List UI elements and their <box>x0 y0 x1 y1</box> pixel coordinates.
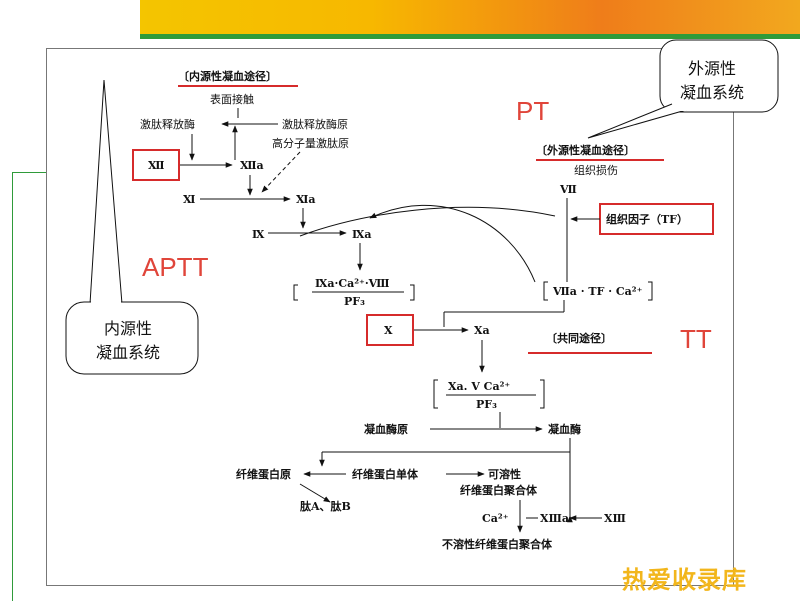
header-banner <box>140 0 800 36</box>
prekallikrein-label: 激肽释放酶原 <box>282 117 348 131</box>
intrinsic-callout-box <box>65 301 199 375</box>
intrinsic-callout-tail <box>89 79 123 305</box>
hmwk-label: 高分子量激肽原 <box>272 136 349 150</box>
tt-label: TT <box>680 324 712 354</box>
f13a-label: ⅩⅢa <box>540 512 569 525</box>
hmwk-dashed-arrow <box>261 151 301 193</box>
f12a-label: Ⅻa <box>240 159 264 172</box>
extrinsic-callout-line2: 凝血系统 <box>680 83 744 102</box>
prothrombin-label: 凝血酶原 <box>364 422 408 436</box>
f12-highlight-box <box>132 149 180 181</box>
f12-label: Ⅻ <box>148 159 165 172</box>
extrinsic-callout-tail <box>587 103 687 139</box>
extrinsic-callout-box <box>659 39 779 113</box>
extrinsic-callout-line1: 外源性 <box>688 59 736 78</box>
watermark: 热爱收录库 <box>622 566 747 594</box>
tenase-pf3-label: PF₃ <box>344 295 365 308</box>
fibrinogen-to-peptides-arrow <box>299 483 331 503</box>
intrinsic-callout-line2: 凝血系统 <box>96 343 160 362</box>
f13-label: ⅩⅢ <box>604 512 626 525</box>
soluble-label: 可溶性 <box>488 467 521 481</box>
f7-label: Ⅶ <box>559 183 577 196</box>
f9-label: Ⅸ <box>252 228 265 241</box>
intrinsic-callout-line1: 内源性 <box>104 319 152 338</box>
fibrinogen-label: 纤维蛋白原 <box>236 467 291 481</box>
prothrombinase-bracket-right <box>540 379 545 409</box>
insoluble-polymer-label: 不溶性纤维蛋白聚合体 <box>442 537 553 551</box>
tenase-bracket-left <box>293 284 298 301</box>
f11-label: Ⅺ <box>183 193 195 206</box>
aptt-label: APTT <box>142 252 209 282</box>
viia-complex-label: Ⅶa · TF · Ca²⁺ <box>552 285 643 298</box>
f9a-label: Ⅸa <box>352 228 372 241</box>
header-stripe <box>140 34 800 39</box>
intrinsic-title: 〔内源性凝血途径〕 <box>178 69 277 83</box>
viia-bracket-left <box>543 281 548 301</box>
surface-contact-label: 表面接触 <box>210 92 254 106</box>
common-title: 〔共同途径〕 <box>546 331 612 345</box>
left-bracket-line <box>12 172 47 601</box>
tenase-bracket-right <box>410 284 415 301</box>
extrinsic-title: 〔外源性凝血途径〕 <box>536 143 635 157</box>
calcium-label: Ca²⁺ <box>482 512 509 525</box>
f10a-label: Xa <box>474 324 490 337</box>
viia-to-f9a-curve <box>369 204 536 283</box>
vii-to-f9-curve <box>299 206 556 237</box>
tenase-complex-label: Ⅸa·Ca²⁺·Ⅷ <box>315 277 390 290</box>
kallikrein-label: 激肽释放酶 <box>140 117 195 131</box>
f10-label: X <box>384 324 393 337</box>
tissue-damage-label: 组织损伤 <box>574 163 618 177</box>
f11a-label: Ⅺa <box>296 193 316 206</box>
prothrombinase-bracket-left <box>433 379 438 409</box>
viia-bracket-right <box>648 281 653 301</box>
fibrin-monomer-label: 纤维蛋白单体 <box>352 467 419 481</box>
thrombin-label: 凝血酶 <box>548 422 581 436</box>
f10-highlight-box <box>366 314 414 346</box>
prothrombinase-pf3-label: PF₃ <box>476 398 497 411</box>
soluble-polymer-label: 纤维蛋白聚合体 <box>460 483 538 497</box>
tissue-factor-label: 组织因子（TF） <box>606 212 688 226</box>
prothrombinase-label: Xa. V Ca²⁺ <box>448 380 510 393</box>
peptides-label: 肽A、肽B <box>300 499 351 513</box>
pt-label: PT <box>516 96 549 126</box>
